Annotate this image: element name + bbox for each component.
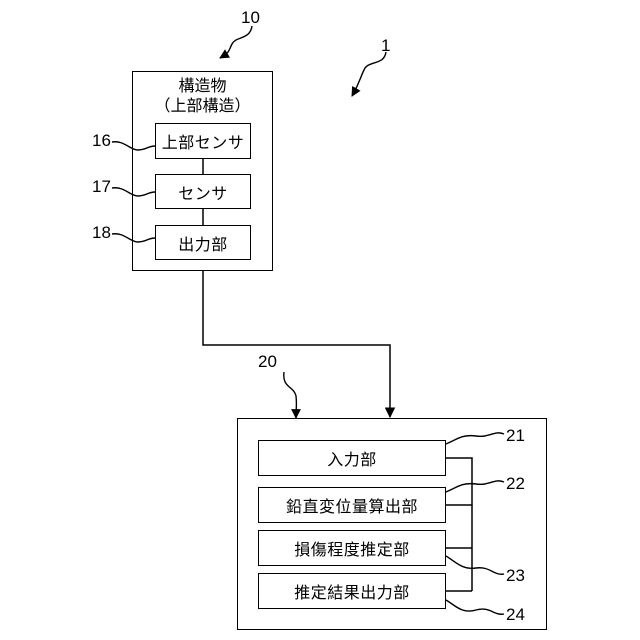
ref-20: 20	[258, 352, 277, 372]
input-block: 入力部	[258, 440, 446, 476]
upper-sensor-block: 上部センサ	[155, 123, 251, 159]
ref-23: 23	[506, 566, 525, 586]
vertical-displacement-block: 鉛直変位量算出部	[258, 487, 446, 523]
ref-17: 17	[92, 177, 111, 197]
ref-16: 16	[92, 131, 111, 151]
leader-1	[352, 52, 386, 96]
leader-10	[220, 26, 252, 58]
ref-1: 1	[381, 36, 390, 56]
ref-10: 10	[241, 8, 260, 28]
sensor-block: センサ	[155, 174, 251, 209]
structure-subtitle: （上部構造）	[132, 96, 273, 116]
leader-20	[284, 372, 297, 418]
ref-24: 24	[506, 605, 525, 625]
damage-estimation-block: 損傷程度推定部	[258, 530, 446, 566]
ref-22: 22	[506, 474, 525, 494]
result-output-block: 推定結果出力部	[258, 573, 446, 609]
structure-title: 構造物	[132, 76, 273, 96]
ref-21: 21	[506, 426, 525, 446]
output-block: 出力部	[155, 225, 251, 260]
ref-18: 18	[92, 223, 111, 243]
